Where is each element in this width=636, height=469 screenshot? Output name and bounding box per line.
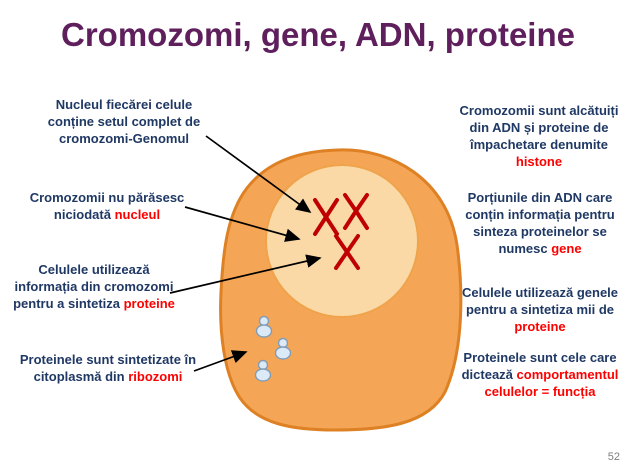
- note-text: Celulele utilizează genele pentru a sint…: [461, 285, 619, 317]
- note-thousands-proteins: Celulele utilizează genele pentru a sint…: [454, 285, 626, 336]
- note-nucleus-genome: Nucleul fiecărei celule conține setul co…: [38, 97, 210, 148]
- note-text: Celulele utilizează informația din cromo…: [13, 262, 174, 311]
- note-histones: Cromozomii sunt alcătuiți din ADN și pro…: [450, 103, 628, 171]
- note-highlight: ribozomi: [128, 368, 183, 384]
- note-chromosomes-nucleus: Cromozomii nu părăsesc niciodată nucleul: [24, 190, 190, 224]
- ribosome-icon: [254, 315, 292, 382]
- note-highlight: histone: [515, 153, 563, 169]
- arrow-line-chromosomes: [184, 206, 301, 242]
- nucleus-shape: [265, 164, 419, 318]
- note-cell-behavior: Proteinele sunt cele care dictează compo…: [450, 350, 630, 401]
- page-number: 52: [607, 451, 620, 463]
- note-genes: Porțiunile din ADN care conțin informați…: [452, 190, 628, 258]
- note-text: Proteinele sunt cele care dictează: [461, 350, 617, 382]
- note-highlight: Genomul: [132, 130, 189, 146]
- arrow-line-nucleus: [205, 135, 312, 214]
- chromosome-icon: [313, 193, 369, 270]
- note-highlight: comportamentul celulelor = funcția: [484, 366, 619, 399]
- note-highlight: gene: [551, 240, 582, 256]
- arrow-line-ribosomes: [193, 350, 248, 372]
- note-cell-proteins: Celulele utilizează informația din cromo…: [10, 262, 178, 313]
- note-text: Nucleul fiecărei celule conține setul co…: [47, 97, 201, 146]
- note-text: Porțiunile din ADN care conțin informați…: [465, 190, 615, 256]
- note-text: Cromozomii nu părăsesc niciodată: [29, 190, 185, 222]
- page-title: Cromozomi, gene, ADN, proteine: [61, 16, 575, 53]
- note-highlight: nucleul: [114, 206, 161, 222]
- note-ribosomes: Proteinele sunt sintetizate în citoplasm…: [18, 352, 198, 386]
- note-text: Proteinele sunt sintetizate în citoplasm…: [19, 352, 197, 384]
- arrow-line-cell-info: [169, 254, 322, 294]
- note-highlight: proteine: [514, 318, 566, 334]
- note-text: Cromozomii sunt alcătuiți din ADN și pro…: [459, 103, 619, 152]
- note-highlight: proteine: [123, 295, 175, 311]
